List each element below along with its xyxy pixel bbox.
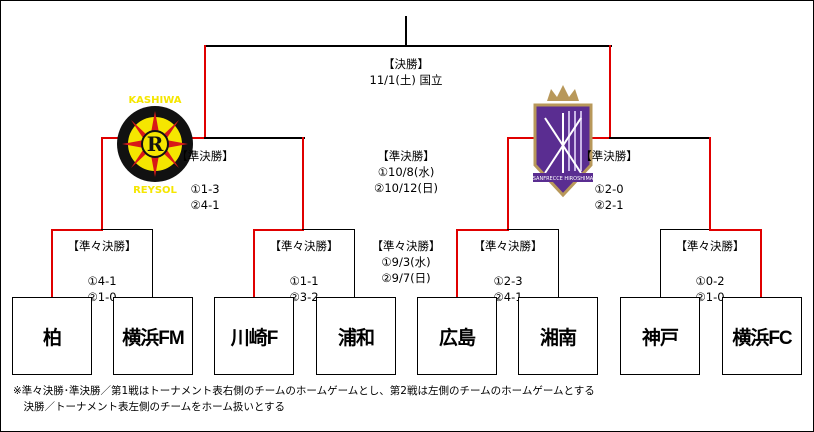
bracket-line [660,229,711,230]
semifinal-date-leg1: ①10/8(水) [377,165,435,179]
bracket-line [609,137,711,139]
quarterfinal-leg2: ②1-0 [87,290,117,304]
final-date-venue: 11/1(土) 国立 [369,73,443,87]
team-box-kashiwa: 柏 [12,297,92,375]
winner-line [609,45,611,139]
winner-line [302,137,304,231]
bracket-line [558,229,559,297]
bracket-line [302,229,355,230]
quarterfinal-label: 【準々決勝】 [269,239,339,253]
bracket-line [405,16,407,47]
semifinal-schedule-label: 【準決勝】 [377,149,435,163]
winner-line [456,229,458,297]
winner-line [709,137,711,231]
kashiwa-reysol-logo: R KASHIWA REYSOL [117,95,193,196]
semifinal-date-leg2: ②10/12(日) [374,181,438,195]
quarterfinal-date-leg1: ①9/3(水) [381,255,431,269]
team-box-kobe: 神戸 [620,297,700,375]
bracket-line [660,229,661,297]
quarterfinal-leg1: ①1-1 [289,274,319,288]
svg-text:KASHIWA: KASHIWA [128,95,181,106]
winner-line [101,137,103,231]
semifinal-label: 【準決勝】 [176,149,234,163]
quarterfinal-schedule-label: 【準々決勝】 [371,239,441,253]
winner-line [507,137,509,231]
final-label: 【決勝】 [383,57,429,71]
quarterfinal-label: 【準々決勝】 [473,239,543,253]
svg-text:R: R [147,132,164,156]
bracket-line [354,229,355,297]
footnote-line-2: 決勝／トーナメント表左側のチームをホーム扱いとする [13,401,286,413]
semifinal-leg1: ①2-0 [594,182,624,196]
quarterfinal-leg1: ①0-2 [695,274,725,288]
semifinal-label: 【準決勝】 [580,149,638,163]
svg-text:SANFRECCE HIROSHIMA: SANFRECCE HIROSHIMA [533,176,594,182]
quarterfinal-date-leg2: ②9/7(日) [381,271,431,285]
semifinal-leg2: ②4-1 [190,198,220,212]
bracket-line [204,45,612,47]
quarterfinal-label: 【準々決勝】 [67,239,137,253]
bracket-line [507,229,559,230]
quarterfinal-label: 【準々決勝】 [675,239,745,253]
bracket-line [152,229,153,297]
quarterfinal-leg1: ①4-1 [87,274,117,288]
team-box-yokohama-fc: 横浜FC [722,297,802,375]
winner-line [760,229,762,297]
quarterfinal-leg2: ②1-0 [695,290,725,304]
winner-line [253,229,304,231]
quarterfinal-leg2: ②4-1 [493,290,523,304]
team-box-yokohama-fm: 横浜FM [113,297,193,375]
svg-text:REYSOL: REYSOL [133,185,177,196]
quarterfinal-leg2: ②3-2 [289,290,319,304]
bracket-line [204,137,305,139]
footnote-line-1: ※準々決勝･準決勝／第1戦はトーナメント表右側のチームのホームゲームとし、第2戦… [13,385,595,397]
team-box-urawa: 浦和 [316,297,396,375]
winner-line [456,229,508,231]
winner-line [51,229,53,297]
semifinal-leg1: ①1-3 [190,182,220,196]
team-box-kawasaki-f: 川崎F [214,297,294,375]
quarterfinal-leg1: ①2-3 [493,274,523,288]
sanfrecce-hiroshima-logo: SANFRECCE HIROSHIMA [533,85,594,198]
winner-line [51,229,103,231]
semifinal-leg2: ②2-1 [594,198,624,212]
winner-line [204,45,206,139]
winner-line [253,229,255,297]
winner-line [709,229,761,231]
team-box-shonan: 湘南 [518,297,598,375]
bracket-line [101,229,153,230]
team-box-hiroshima: 広島 [417,297,497,375]
